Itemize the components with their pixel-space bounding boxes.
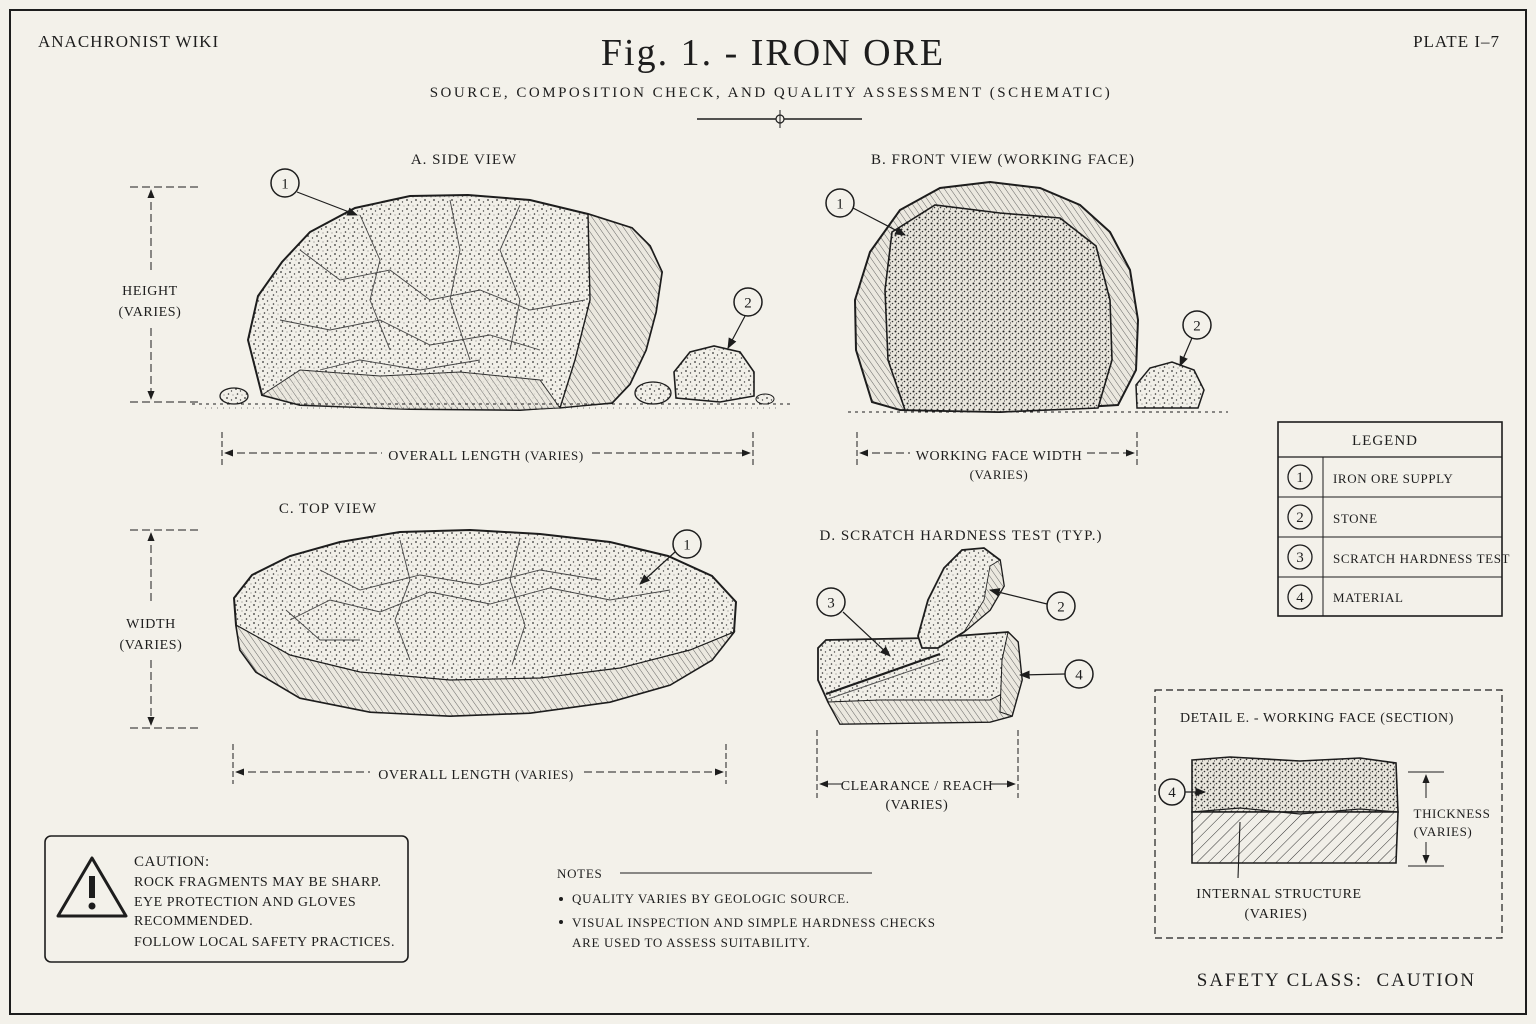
caution-line-1: ROCK FRAGMENTS MAY BE SHARP. (134, 875, 382, 890)
outer-border (9, 9, 1527, 1015)
svg-text:2: 2 (744, 296, 752, 312)
notes-title: NOTES (557, 866, 602, 881)
clearance-label: CLEARANCE / REACH (841, 779, 994, 794)
svg-text:4: 4 (1075, 668, 1083, 684)
notes-bullet-2-line-1: VISUAL INSPECTION AND SIMPLE HARDNESS CH… (572, 915, 936, 930)
svg-text:1: 1 (836, 197, 844, 213)
section-drawing (1191, 756, 1399, 864)
legend-label-2: STONE (1333, 511, 1378, 526)
svg-text:1: 1 (281, 177, 289, 193)
callout-4-scratch: 4 (1018, 659, 1094, 689)
internal-structure-varies: (VARIES) (1245, 907, 1308, 922)
safety-class: SAFETY CLASS: CAUTION (1197, 970, 1476, 991)
callout-2-front: 2 (1179, 310, 1212, 367)
overall-length-label-a: OVERALL LENGTH (VARIES) (388, 448, 584, 464)
working-face-width-varies: (VARIES) (970, 467, 1029, 482)
caution-box (44, 835, 409, 963)
svg-text:3: 3 (827, 596, 835, 612)
caution-line-2: EYE PROTECTION AND GLOVES (134, 895, 356, 910)
clearance-dimension (816, 730, 1019, 798)
thickness-label: THICKNESS (1414, 806, 1491, 821)
title-ornament (697, 110, 862, 128)
legend-label-3: SCRATCH HARDNESS TEST (1333, 551, 1510, 566)
view-a-title: A. SIDE VIEW (411, 152, 517, 168)
overall-length-dimension-a (221, 432, 754, 468)
legend-num-2: 2 (1296, 510, 1304, 526)
width-varies: (VARIES) (120, 638, 183, 653)
svg-text:1: 1 (683, 538, 691, 554)
legend-num-3: 3 (1296, 550, 1304, 566)
legend-box (1277, 421, 1503, 617)
view-b-title: B. FRONT VIEW (WORKING FACE) (871, 152, 1135, 168)
width-label: WIDTH (126, 617, 176, 632)
svg-text:4: 4 (1168, 785, 1176, 801)
figure-subtitle: SOURCE, COMPOSITION CHECK, AND QUALITY A… (430, 85, 1113, 101)
svg-text:2: 2 (1193, 319, 1201, 335)
callout-2-side: 2 (727, 287, 763, 349)
wiki-name: ANACHRONIST WIKI (38, 32, 219, 51)
legend-label-1: IRON ORE SUPPLY (1333, 471, 1453, 486)
callout-1-front: 1 (825, 188, 906, 236)
view-e-title: DETAIL E. - WORKING FACE (SECTION) (1180, 711, 1454, 726)
legend-num-4: 4 (1296, 590, 1304, 606)
top-view-ore-drawing (232, 528, 738, 718)
svg-text:2: 2 (1057, 600, 1065, 616)
view-c-title: C. TOP VIEW (279, 501, 377, 517)
figure-title: Fig. 1. - IRON ORE (601, 32, 945, 74)
caution-line-4: FOLLOW LOCAL SAFETY PRACTICES. (134, 935, 395, 950)
legend-title: LEGEND (1352, 433, 1418, 449)
caution-line-3: RECOMMENDED. (134, 914, 253, 929)
overall-length-dimension-c (232, 744, 727, 784)
callout-3-scratch: 3 (816, 587, 891, 657)
view-d-title: D. SCRATCH HARDNESS TEST (TYP.) (820, 528, 1103, 544)
thickness-varies: (VARIES) (1414, 824, 1473, 839)
notes-bullet-2-line-2: ARE USED TO ASSESS SUITABILITY. (572, 935, 810, 950)
clearance-varies: (VARIES) (886, 798, 949, 813)
callout-2-scratch: 2 (988, 588, 1076, 621)
overall-length-label-c: OVERALL LENGTH (VARIES) (378, 767, 574, 783)
plate-number: PLATE I–7 (1413, 32, 1500, 51)
height-varies: (VARIES) (119, 305, 182, 320)
callout-1-side: 1 (270, 168, 359, 216)
callout-1-top: 1 (639, 529, 702, 585)
caution-heading: CAUTION: (134, 854, 210, 870)
thickness-dimension (1237, 771, 1444, 879)
warning-triangle-icon (56, 856, 128, 918)
working-face-dimension (856, 432, 1138, 468)
callout-4-section: 4 (1158, 778, 1207, 806)
front-view-ore-drawing (848, 180, 1228, 414)
height-label: HEIGHT (122, 284, 178, 299)
scratch-test-drawing (817, 547, 1023, 725)
width-dimension (130, 529, 198, 729)
legend-label-4: MATERIAL (1333, 590, 1404, 605)
legend-num-1: 1 (1296, 470, 1304, 486)
internal-structure-label: INTERNAL STRUCTURE (1196, 887, 1361, 902)
notes-bullet-1: QUALITY VARIES BY GEOLOGIC SOURCE. (572, 891, 850, 906)
side-view-ore-drawing (192, 193, 790, 412)
height-dimension (130, 186, 198, 403)
working-face-width-label: WORKING FACE WIDTH (916, 449, 1083, 464)
